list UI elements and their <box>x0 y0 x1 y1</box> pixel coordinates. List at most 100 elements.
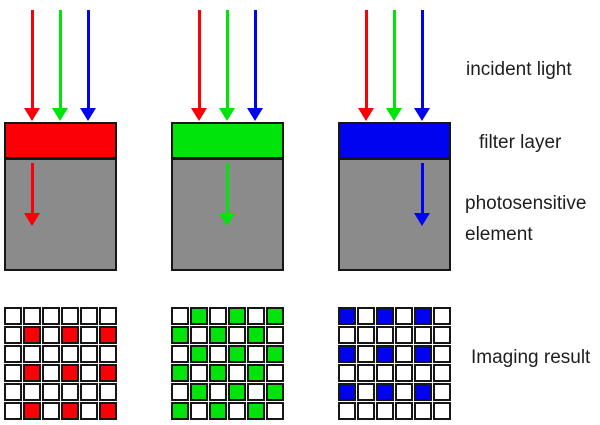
grid-cell <box>190 326 208 344</box>
grid-cell <box>414 326 432 344</box>
transmitted-arrow-blue-shaft <box>421 163 424 213</box>
grid-cell <box>414 402 432 420</box>
grid-cell <box>414 345 432 363</box>
grid-cell <box>357 345 375 363</box>
grid-cell <box>338 326 356 344</box>
grid-cell <box>42 364 60 382</box>
grid-cell <box>338 364 356 382</box>
incident-arrow-red <box>24 108 40 121</box>
grid-cell <box>357 326 375 344</box>
grid-cell <box>376 402 394 420</box>
grid-cell <box>61 307 79 325</box>
grid-cell <box>395 402 413 420</box>
transmitted-arrow-blue <box>414 213 430 226</box>
grid-cell <box>338 307 356 325</box>
incident-arrow-green <box>386 108 402 121</box>
grid-cell <box>338 383 356 401</box>
grid-cell <box>4 307 22 325</box>
imaging-grid-blue <box>338 307 451 420</box>
transmitted-arrow-red-shaft <box>31 163 34 213</box>
grid-cell <box>395 364 413 382</box>
grid-cell <box>99 307 117 325</box>
incident-arrow-green <box>219 108 235 121</box>
grid-cell <box>99 402 117 420</box>
grid-cell <box>80 345 98 363</box>
grid-cell <box>266 402 284 420</box>
grid-cell <box>190 345 208 363</box>
filter-column-red <box>4 0 117 425</box>
grid-cell <box>23 326 41 344</box>
grid-cell <box>433 364 451 382</box>
incident-arrow-red-shaft <box>198 10 201 108</box>
grid-cell <box>376 307 394 325</box>
grid-cell <box>99 326 117 344</box>
grid-cell <box>209 345 227 363</box>
grid-cell <box>357 383 375 401</box>
incident-arrow-green <box>52 108 68 121</box>
grid-cell <box>433 402 451 420</box>
grid-cell <box>42 307 60 325</box>
label-imaging-result: Imaging result <box>471 347 591 368</box>
label-photosensitive-element: photosensitive element <box>465 188 586 250</box>
incident-arrow-green-shaft <box>59 10 62 108</box>
grid-cell <box>190 307 208 325</box>
grid-cell <box>4 326 22 344</box>
grid-cell <box>376 345 394 363</box>
grid-cell <box>99 383 117 401</box>
grid-cell <box>247 364 265 382</box>
grid-cell <box>4 402 22 420</box>
grid-cell <box>266 326 284 344</box>
grid-cell <box>414 307 432 325</box>
grid-cell <box>42 383 60 401</box>
filter-layer-blue <box>340 124 449 160</box>
grid-cell <box>247 345 265 363</box>
grid-cell <box>61 345 79 363</box>
grid-cell <box>99 345 117 363</box>
grid-cell <box>376 326 394 344</box>
grid-cell <box>61 326 79 344</box>
grid-cell <box>395 345 413 363</box>
grid-cell <box>190 383 208 401</box>
grid-cell <box>247 326 265 344</box>
label-filter-layer: filter layer <box>479 132 562 153</box>
grid-cell <box>23 307 41 325</box>
imaging-grid-green <box>171 307 284 420</box>
grid-cell <box>228 326 246 344</box>
grid-cell <box>433 383 451 401</box>
grid-cell <box>376 364 394 382</box>
grid-cell <box>209 326 227 344</box>
grid-cell <box>357 402 375 420</box>
grid-cell <box>357 364 375 382</box>
label-incident-light: incident light <box>466 59 572 80</box>
transmitted-arrow-red <box>24 213 40 226</box>
incident-arrow-blue-shaft <box>421 10 424 108</box>
photosensitive-element-blue <box>338 122 451 271</box>
grid-cell <box>338 402 356 420</box>
incident-arrow-blue-shaft <box>87 10 90 108</box>
grid-cell <box>338 345 356 363</box>
label-photosensitive-line2: element <box>465 224 533 245</box>
grid-cell <box>23 345 41 363</box>
grid-cell <box>433 307 451 325</box>
grid-cell <box>171 364 189 382</box>
imaging-grid-red <box>4 307 117 420</box>
grid-cell <box>61 402 79 420</box>
grid-cell <box>433 326 451 344</box>
grid-cell <box>190 364 208 382</box>
incident-arrow-blue-shaft <box>254 10 257 108</box>
grid-cell <box>80 402 98 420</box>
grid-cell <box>247 307 265 325</box>
incident-arrow-blue <box>80 108 96 121</box>
grid-cell <box>61 383 79 401</box>
grid-cell <box>42 402 60 420</box>
grid-cell <box>228 364 246 382</box>
grid-cell <box>99 364 117 382</box>
grid-cell <box>247 402 265 420</box>
incident-arrow-blue <box>247 108 263 121</box>
grid-cell <box>228 307 246 325</box>
grid-cell <box>171 383 189 401</box>
incident-arrow-red <box>358 108 374 121</box>
grid-cell <box>247 383 265 401</box>
grid-cell <box>266 345 284 363</box>
